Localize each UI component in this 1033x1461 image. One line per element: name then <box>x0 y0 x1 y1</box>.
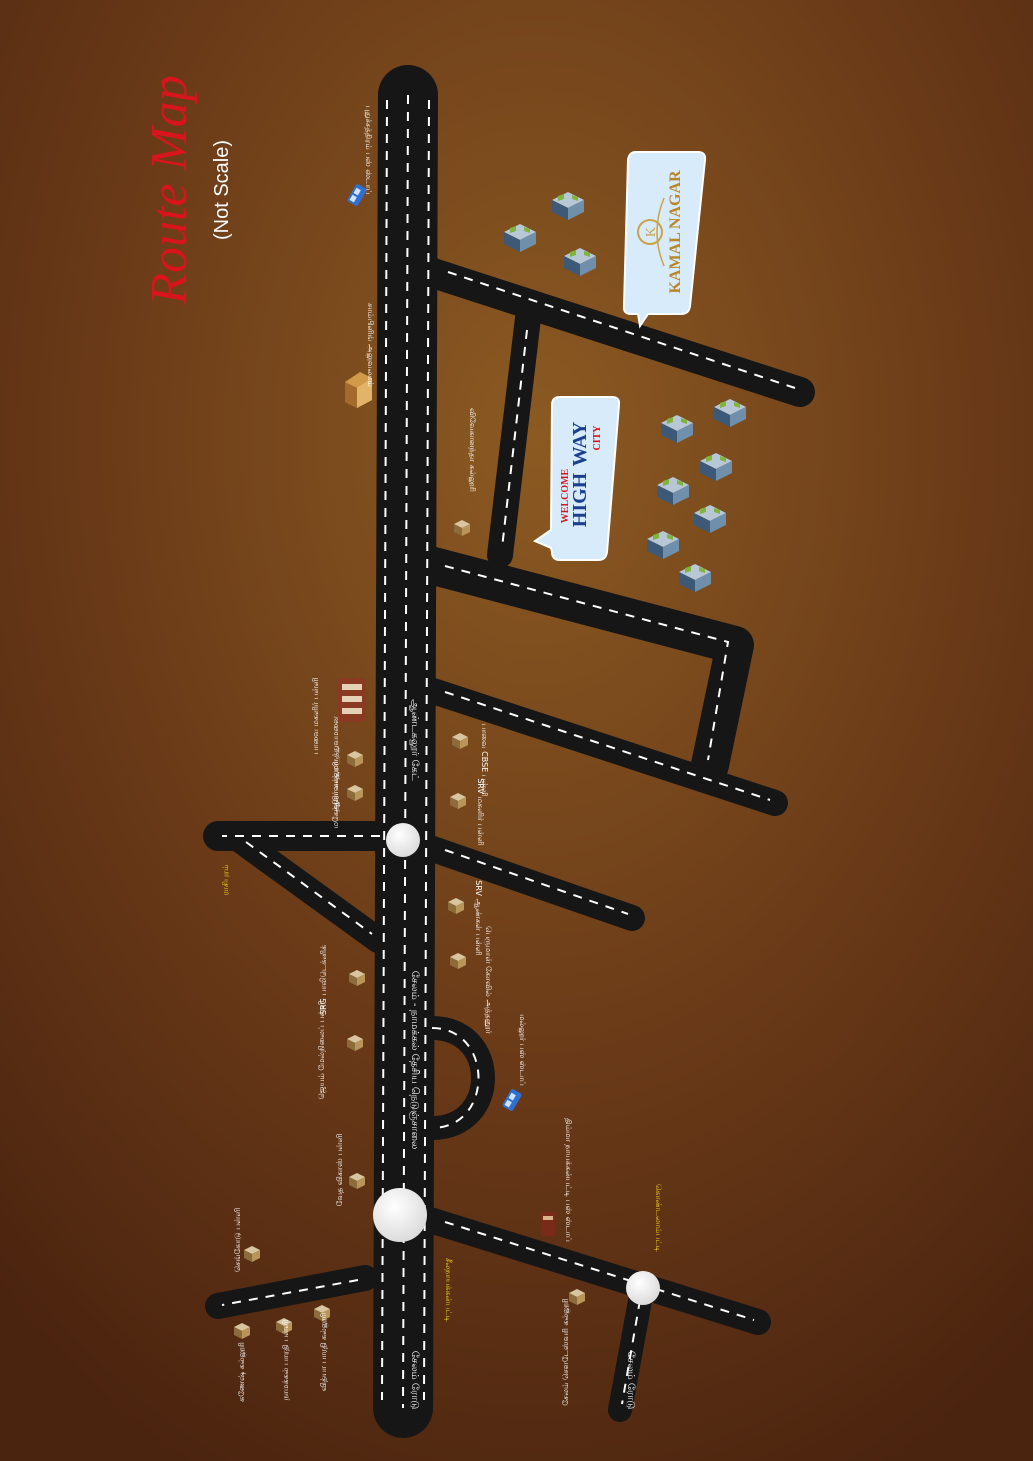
mahendra-college-label: மகேந்திரா கல்லூரி <box>331 761 341 828</box>
road-labels: சேலம் - நாமக்கல் தேசிய நெடுஞ்சாலை ஆண்டகல… <box>409 699 636 1409</box>
nandan-school-label: நாமக்கல் பாரதி பள்ளி <box>281 1320 290 1401</box>
sengodu-school-label: செங்கோடு பள்ளி <box>233 1208 242 1272</box>
place-labels: புதுச்சத்திரம் பஸ் ஸ்டாப் சாம்பிளிங் அலு… <box>221 106 663 1406</box>
not-scale-label: (Not Scale) <box>211 140 233 240</box>
kamal-nagar-logo-letter: K <box>644 227 659 237</box>
highway-city-high: HIGH <box>569 472 591 527</box>
ashirvad-hospital-label: ஆசிர்வாத் மருத்துவமனை <box>331 716 341 812</box>
highway-city-bubble <box>532 396 621 561</box>
pasalai-school-label: பாவை மகளிர் பள்ளி <box>311 677 320 754</box>
srg-polytechnic-label: SRG பாலிடெக்னிக் <box>319 945 328 1015</box>
kondalampatti-road <box>417 1207 771 1335</box>
bus-stop-icon <box>541 1212 555 1236</box>
thimma-bus-stop-label: திம்மா நாயக்கன்பட்டி பஸ் ஸ்டாப் <box>564 1118 573 1242</box>
sampling-office-label: சாம்பிளிங் அலுவலகம் <box>365 303 375 387</box>
vedha-vikas-school-label: வேத விகாஸ் பள்ளி <box>335 1134 344 1207</box>
srv-boys-school-label: SRV ஆண்கள் பள்ளி <box>474 880 483 956</box>
kondalampatti-label: கொண்டலாம்பட்டி <box>654 1184 663 1253</box>
highway-city-road <box>411 546 754 784</box>
cbse-road <box>417 677 788 816</box>
kamal-nagar-sign: K KAMAL NAGAR <box>622 151 707 329</box>
highway-city-welcome: WELCOME <box>560 468 571 523</box>
srv-girls-school-label: SRV மகளிர் பள்ளி <box>476 778 485 846</box>
bus-icon <box>502 1089 522 1111</box>
rasipuram-label: ராசிபுரம் <box>221 864 230 895</box>
junction-circle <box>386 823 420 857</box>
junction-circle <box>626 1271 660 1305</box>
salem-road-label: சேலம் ரோடு <box>409 1351 420 1410</box>
gate-label: ஆண்டகலூர் கேட் <box>409 699 420 781</box>
vidya-bharathi-label: வித்யா பாரதி கல்லூரி <box>319 1312 329 1391</box>
rasipuram-diagonal-road <box>227 827 391 953</box>
highway-city-sign: WELCOME HIGH WAY CITY <box>532 396 621 561</box>
landmark-icons <box>234 184 585 1339</box>
salem-college-label: சேலம் சௌடேஸ்வரி கல்லூரி <box>561 1298 571 1406</box>
jayam-school-label: ஜெயம் மேல்நிலைப் பள்ளி <box>317 1000 327 1099</box>
puduchatram-bus-stop-label: புதுச்சத்திரம் பஸ் ஸ்டாப் <box>363 106 373 195</box>
highway-city-way: WAY <box>569 421 591 466</box>
office-building-icon <box>345 372 372 408</box>
srv-road <box>417 835 645 931</box>
kamal-nagar-road <box>415 257 815 407</box>
kamal-nagar-bubble <box>622 151 707 329</box>
junction-circle <box>373 1188 427 1242</box>
cbse-school-label: பாவை CBSE பள்ளி <box>480 723 489 797</box>
ganesh-college-label: கணேஷ் கல்லூரி <box>237 1342 247 1402</box>
vivekananda-college-label: விவேகானந்தா கல்லூரி <box>467 408 477 492</box>
mallur-bus-stop-label: மல்லூர் பஸ் ஸ்டாப் <box>517 1014 527 1086</box>
bus-icon <box>347 184 367 206</box>
highway-city-city: CITY <box>592 425 603 451</box>
salem-road-label: சேலம் ரோடு <box>625 1351 636 1410</box>
perumal-temple-label: பெருமாள் கோவில் அத்தனூர் <box>483 926 493 1035</box>
highway-label: சேலம் - நாமக்கல் தேசிய நெடுஞ்சாலை <box>409 971 420 1150</box>
title-block: Route Map (Not Scale) <box>141 75 233 306</box>
mahendra-college-icon <box>338 678 366 722</box>
route-map-title: Route Map <box>141 75 198 306</box>
kamal-nagar-logo-icon <box>637 219 663 245</box>
kamal-nagar-name: KAMAL NAGAR <box>667 170 684 294</box>
seelanaickenpatti-label: சீலநாயக்கன்பட்டி <box>444 1258 453 1323</box>
